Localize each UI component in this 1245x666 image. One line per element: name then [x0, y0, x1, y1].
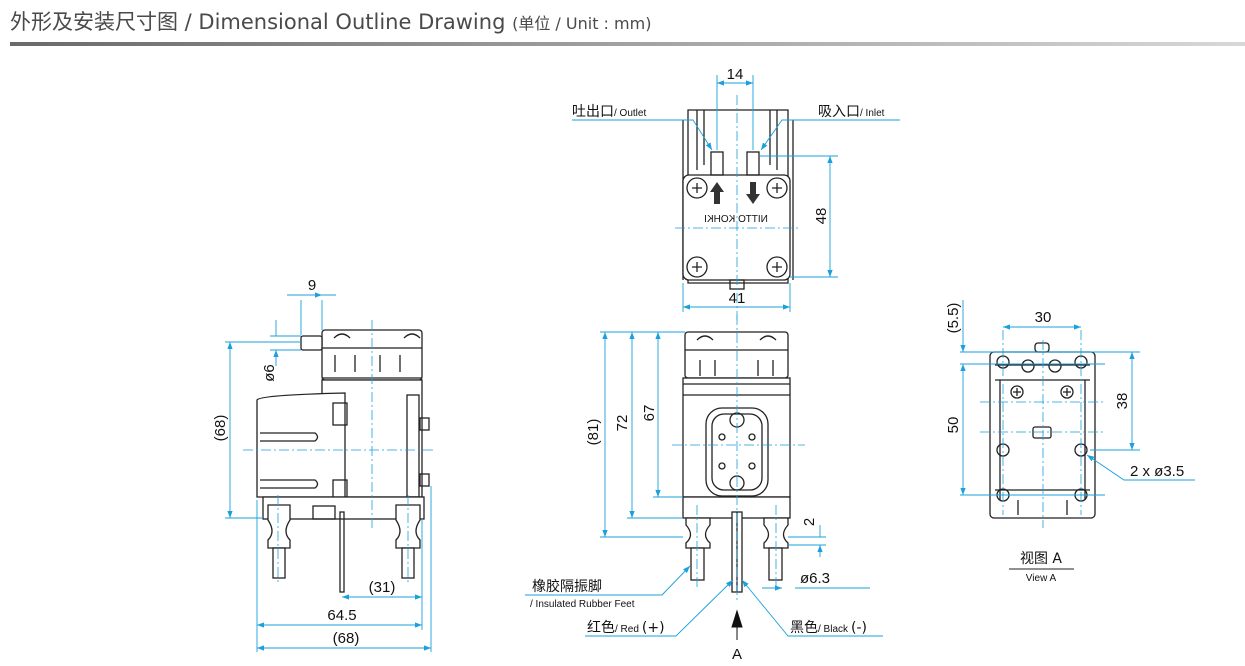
outlet-label: 吐出口/ Outlet	[572, 104, 646, 120]
page-title: 外形及安装尺寸图 / Dimensional Outline Drawing (…	[10, 6, 651, 36]
view-arrow-icon	[731, 609, 743, 640]
inlet-arrow-icon	[746, 182, 760, 204]
inlet-label: 吸入口/ Inlet	[818, 104, 885, 120]
unit-label: (单位 / Unit : mm)	[512, 14, 652, 33]
dim-30: 30	[1035, 309, 1052, 326]
dim-side-height: (68)	[212, 415, 229, 442]
brand-mark: NITTO KOHKI	[704, 214, 768, 225]
side-view: 9 ø6 (68) (31) 64.5 (68)	[212, 277, 435, 652]
black-wire-label: 黑色/ Black(-)	[790, 619, 867, 636]
dim-5-5: (5.5)	[945, 303, 962, 334]
dim-port-pitch: 14	[727, 66, 744, 83]
top-view: NITTO KOHKI 14 48 41 吐出口/ Outlet 吸入口/ In…	[572, 66, 900, 320]
dim-mount: 64.5	[327, 607, 356, 624]
rubber-foot	[685, 517, 789, 581]
outlet-arrow-icon	[710, 182, 724, 204]
view-a-title: 视图 A	[1020, 551, 1062, 567]
dim-foot-dia: ø6.3	[800, 570, 830, 587]
dim-height: 48	[813, 208, 830, 225]
view-a-title-en: View A	[1026, 573, 1057, 584]
screw-icon	[686, 177, 788, 278]
dim-width: 41	[729, 290, 746, 307]
rubber-feet-label: 橡胶隔振脚	[532, 578, 602, 595]
dim-port-dia: ø6	[261, 364, 278, 382]
title-divider	[10, 42, 1245, 46]
red-wire-label: 红色/ Red(+)	[587, 619, 665, 636]
dim-38: 38	[1114, 393, 1131, 410]
title-text: 外形及安装尺寸图 / Dimensional Outline Drawing	[10, 10, 506, 34]
dim-67: 67	[641, 405, 658, 422]
dim-2: 2	[801, 518, 818, 526]
dim-port-offset: 9	[308, 277, 316, 294]
dim-50: 50	[945, 417, 962, 434]
dim-total-height: (81)	[585, 419, 602, 446]
view-arrow-label: A	[732, 646, 742, 663]
dim-wire: (31)	[369, 579, 396, 596]
view-a: 30 (5.5) 50 38 2 x ø3.5 视图 A View A	[945, 300, 1195, 584]
dim-length: (68)	[333, 630, 360, 647]
front-view: (81) 72 67 2 ø6.3 橡胶隔振脚 / Insulated Rubb…	[525, 315, 883, 663]
rubber-feet-label-en: / Insulated Rubber Feet	[530, 599, 635, 610]
dim-72: 72	[614, 415, 631, 432]
hole-callout: 2 x ø3.5	[1130, 463, 1184, 480]
